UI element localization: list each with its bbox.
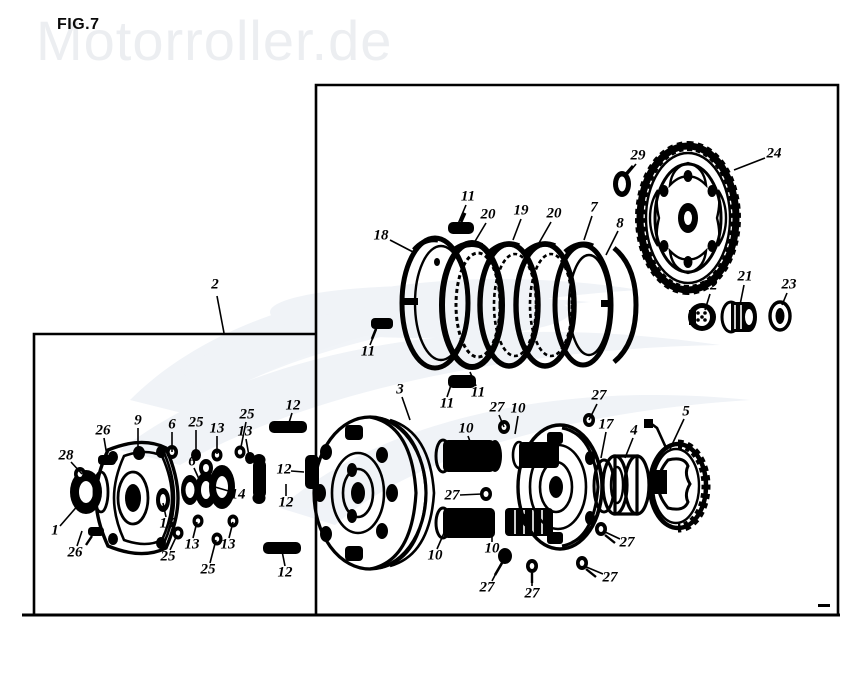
callout-number-2: 2 [211, 276, 219, 293]
callout-number-28: 28 [58, 447, 74, 464]
part-29-clip [613, 165, 635, 197]
callout-number-10: 10 [458, 420, 474, 437]
callout-number-11: 11 [439, 395, 455, 412]
bolt-11-top [448, 212, 474, 234]
callout-number-17: 17 [598, 416, 614, 433]
part-5-splined-gear [644, 419, 711, 533]
callout-number-11: 11 [460, 188, 476, 205]
callout-number-20: 20 [480, 206, 496, 223]
callout-number-26: 26 [95, 422, 111, 439]
callout-number-26: 26 [67, 544, 83, 561]
callout-number-25: 25 [200, 561, 216, 578]
plate-19 [477, 241, 541, 369]
callout-number-27: 27 [524, 585, 540, 602]
callout-number-24: 24 [766, 145, 782, 162]
lifter-rod-14 [252, 454, 266, 504]
callout-number-10: 10 [427, 547, 443, 564]
callout-number-12: 12 [277, 564, 293, 581]
bolt-26-top [98, 455, 116, 465]
callout-number-27: 27 [619, 534, 635, 551]
callout-number-23: 23 [781, 276, 797, 293]
callout-number-25: 25 [239, 406, 255, 423]
bolt-28 [74, 467, 86, 481]
callout-number-21: 21 [737, 268, 753, 285]
callout-number-14: 14 [230, 486, 246, 503]
primary-driven-gear-24 [635, 141, 741, 295]
callout-number-27: 27 [444, 487, 460, 504]
callout-number-9: 9 [134, 412, 142, 429]
callout-number-10: 10 [510, 400, 526, 417]
callout-number-29: 29 [630, 147, 646, 164]
callout-number-11: 11 [470, 384, 486, 401]
callout-number-20: 20 [546, 205, 562, 222]
callout-number-1: 1 [51, 522, 59, 539]
callout-number-11: 11 [360, 343, 376, 360]
callout-number-19: 19 [513, 202, 529, 219]
pin-12-top [269, 421, 307, 433]
callout-number-12: 12 [276, 461, 292, 478]
callout-number-13: 13 [237, 423, 253, 440]
callout-number-13: 13 [209, 420, 225, 437]
plate-20a [439, 240, 505, 370]
plate-18 [399, 235, 471, 371]
callout-number-12: 12 [285, 397, 301, 414]
pin-12-right [305, 455, 319, 489]
screw-9-top [133, 446, 145, 460]
plate-8 [612, 246, 639, 364]
spacer-10-upper [434, 438, 502, 474]
callout-number-13: 13 [184, 536, 200, 553]
figure-label: FIG.7 [57, 16, 100, 33]
part-23-washer [768, 300, 792, 332]
callout-number-6: 6 [188, 453, 196, 470]
spacer-10-lower [434, 506, 495, 540]
plate-20b [513, 241, 577, 369]
bolt-11-left [370, 318, 393, 340]
callout-number-27: 27 [591, 387, 607, 404]
callout-number-27: 27 [602, 569, 618, 586]
bolt-26-left [85, 527, 104, 546]
callout-number-13: 13 [220, 536, 236, 553]
callout-number-8: 8 [616, 215, 624, 232]
callout-number-18: 18 [373, 227, 389, 244]
plate-7 [552, 241, 614, 368]
callout-number-12: 12 [278, 494, 294, 511]
callout-number-27: 27 [479, 579, 495, 596]
callout-number-7: 7 [590, 199, 598, 216]
clutch-plate-stack [370, 212, 639, 388]
pin-12-bottom [263, 542, 301, 554]
clutch-drum-3 [312, 415, 436, 571]
bolt-11-bottom [448, 375, 476, 388]
callout-number-25: 25 [188, 414, 204, 431]
part-22-needle-bearing [688, 303, 716, 331]
callout-number-25: 25 [160, 548, 176, 565]
callout-number-6: 6 [168, 416, 176, 433]
watermark-text: Motorroller.de [36, 9, 393, 72]
callout-number-27: 27 [489, 399, 505, 416]
callout-number-4: 4 [630, 422, 638, 439]
callout-number-5: 5 [682, 403, 690, 420]
callout-number-10: 10 [484, 540, 500, 557]
callout-number-15: 15 [159, 515, 175, 532]
clutch-center-assembly [516, 423, 604, 551]
screw-6a [166, 445, 178, 459]
callout-number-3: 3 [396, 381, 404, 398]
callout-number-22: 22 [702, 277, 718, 294]
part-21-sleeve [720, 300, 757, 334]
